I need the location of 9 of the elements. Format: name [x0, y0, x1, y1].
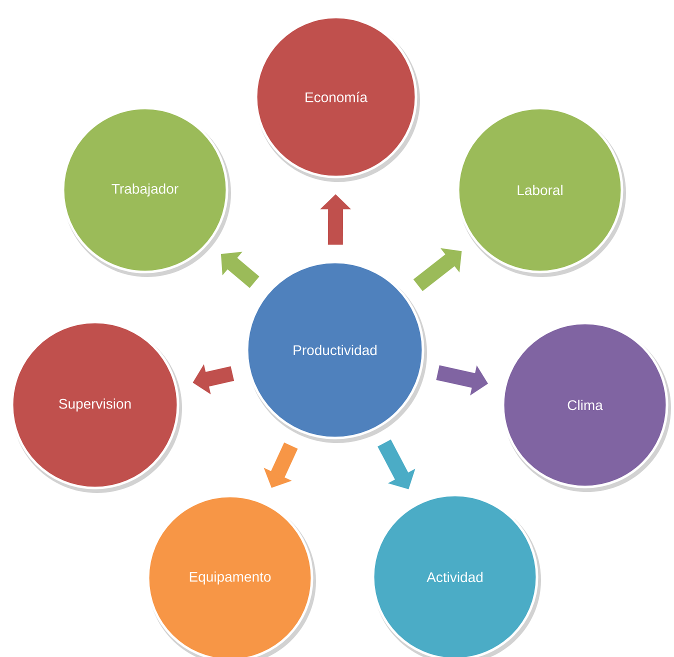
circle-node: Productividad — [246, 260, 424, 440]
circle-node: Clima — [502, 322, 668, 488]
circle-node: Laboral — [456, 106, 624, 274]
circle-node: Economía — [254, 16, 418, 178]
circle-node: Supervision — [10, 320, 180, 490]
circle-node: Equipamento — [146, 494, 314, 657]
circle-node: Actividad — [372, 494, 538, 657]
block-arrow — [413, 248, 462, 292]
circle-node: Trabajador — [62, 106, 228, 274]
